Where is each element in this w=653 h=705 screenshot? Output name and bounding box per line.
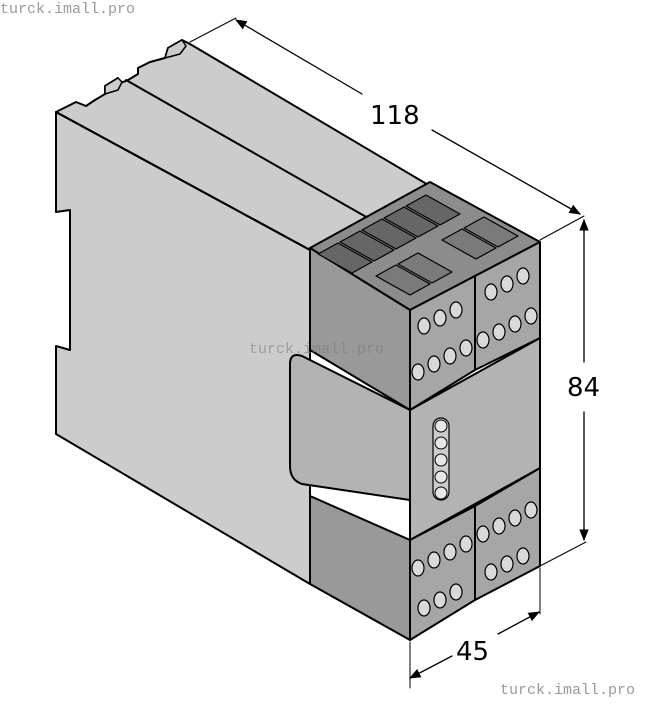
dimension-depth: 118	[189, 17, 585, 241]
depth-label: 118	[370, 101, 420, 131]
watermark-center: turck.imall.pro	[249, 341, 385, 358]
upper-terminal-blocks	[309, 181, 541, 411]
watermark-bottom-right: turck.imall.pro	[500, 682, 636, 699]
watermark-top-left: turck.imall.pro	[0, 1, 136, 18]
led-indicators	[432, 417, 450, 501]
dimension-width: 45	[408, 567, 541, 689]
dimension-height: 84	[539, 218, 600, 567]
width-label: 45	[456, 637, 489, 667]
lower-terminal-blocks	[309, 467, 541, 641]
height-label: 84	[567, 373, 600, 403]
housing-body	[55, 39, 431, 585]
